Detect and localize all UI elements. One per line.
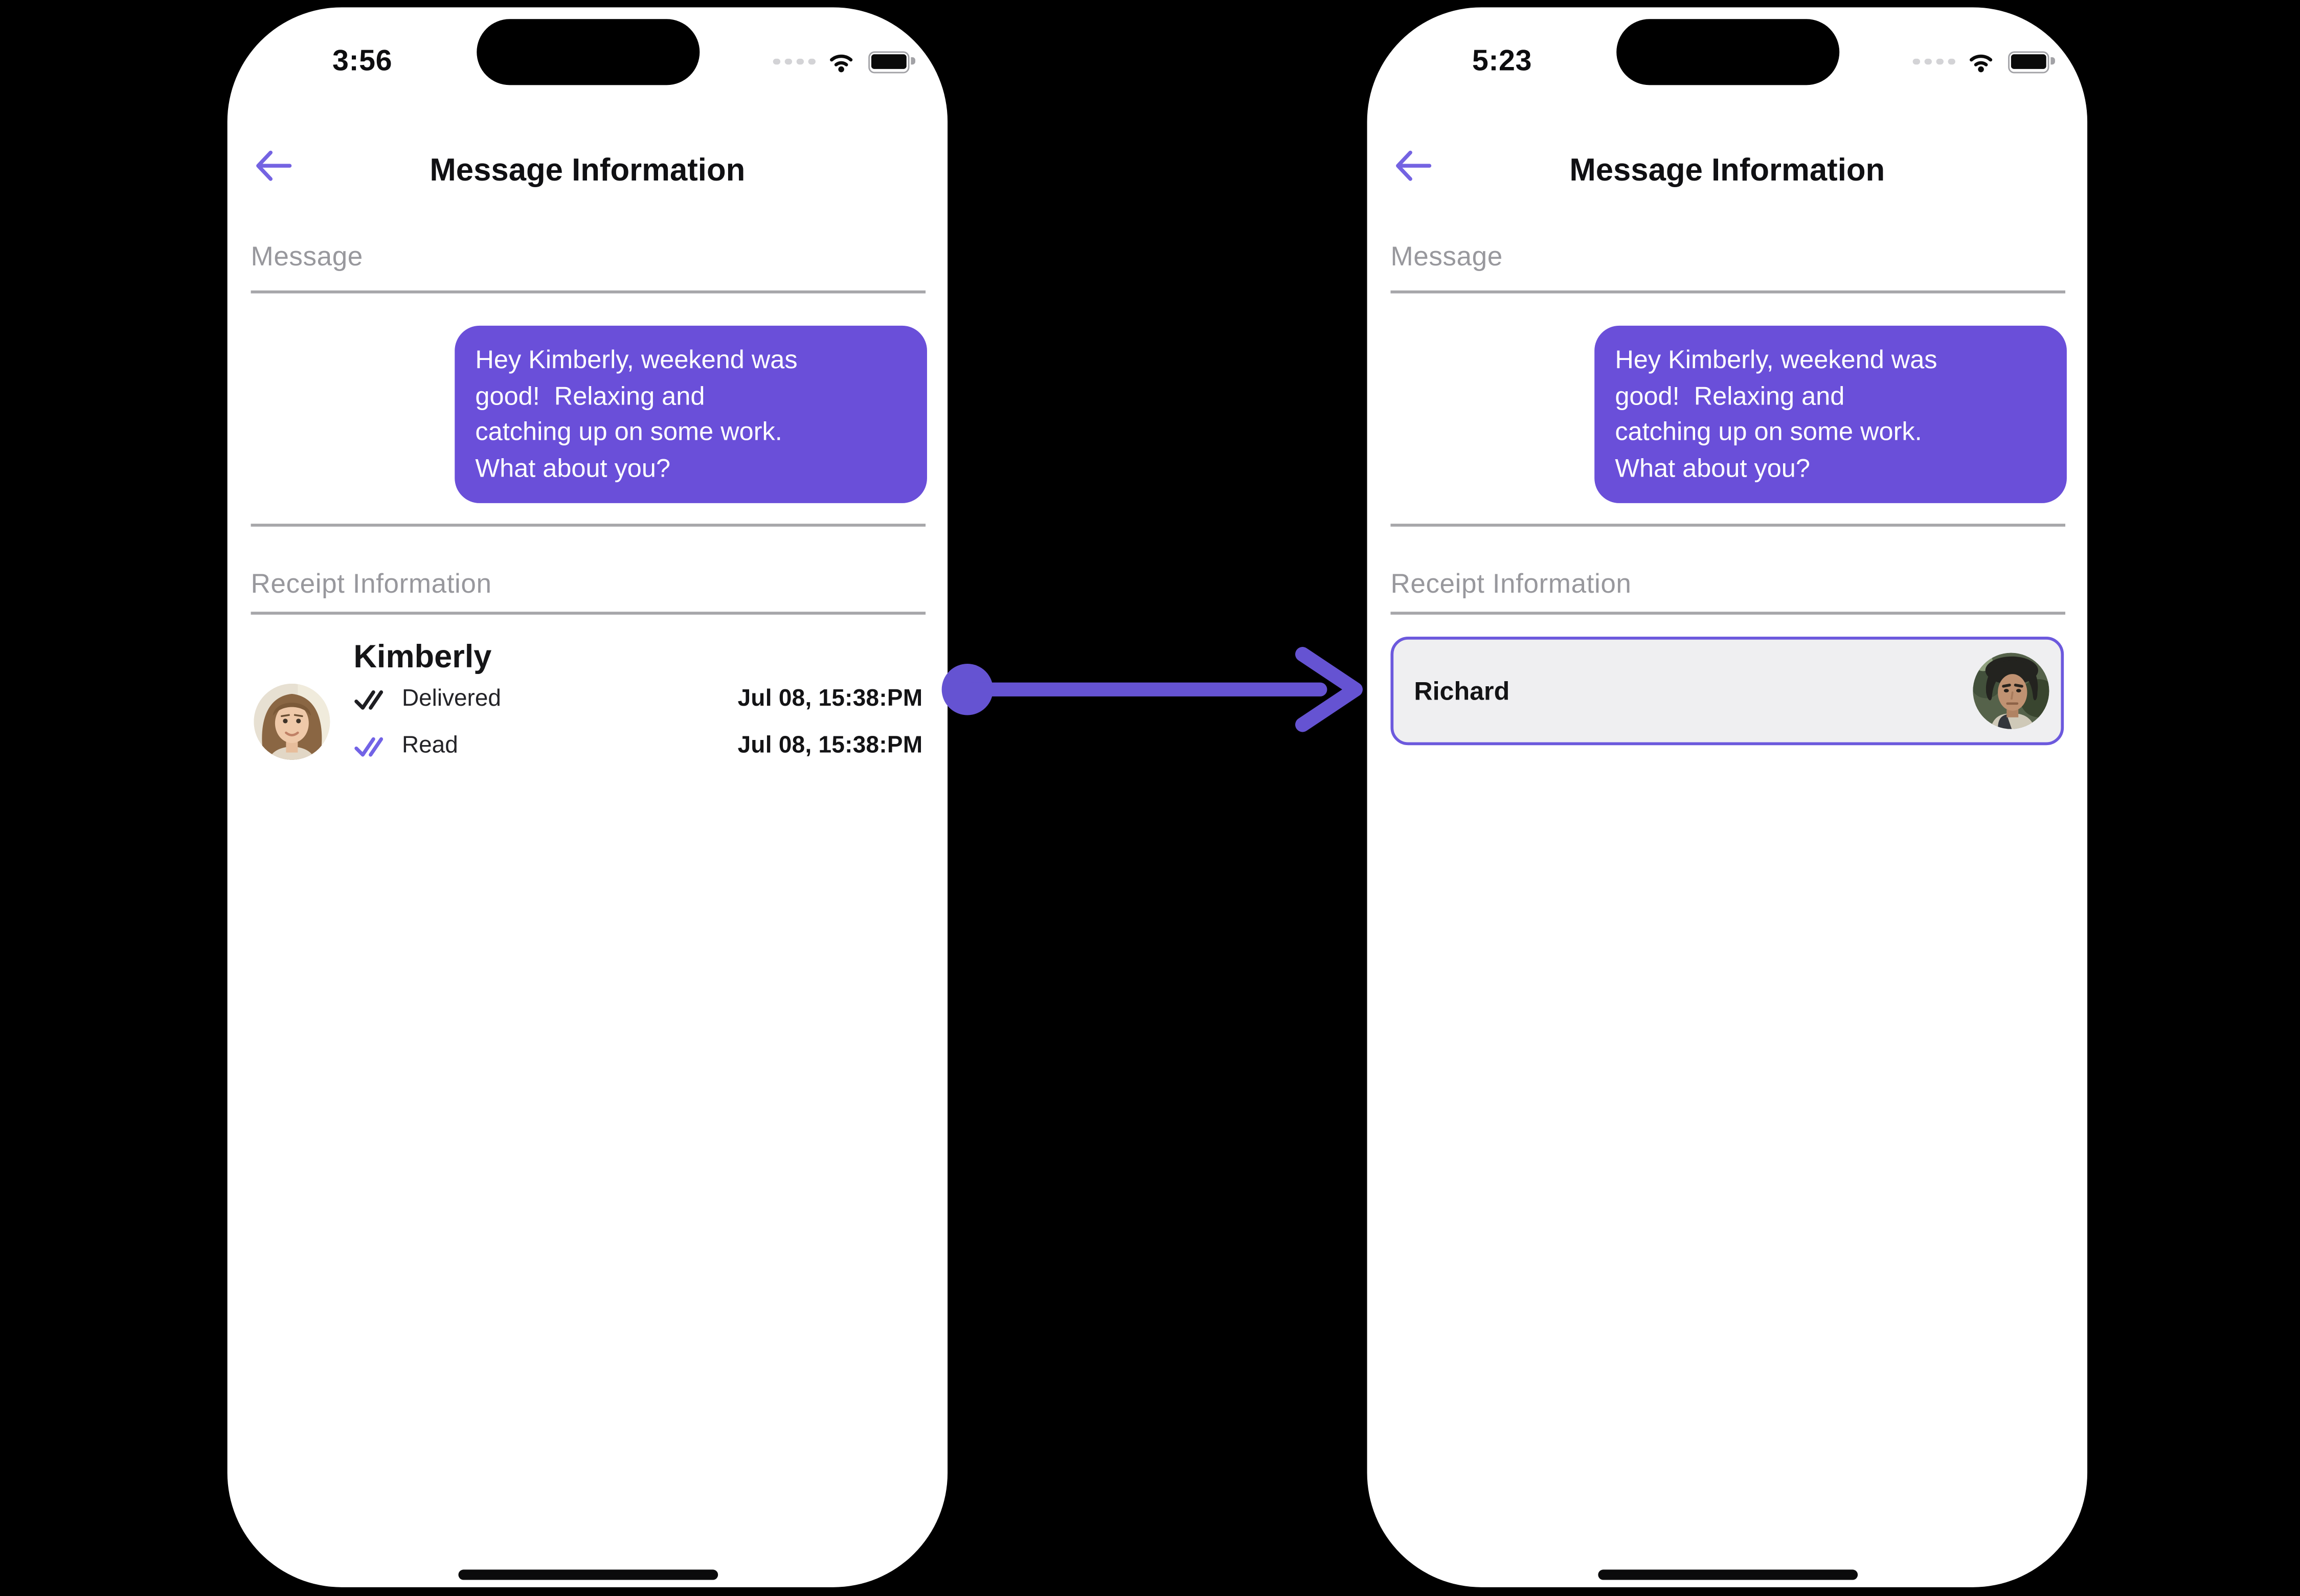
divider	[251, 524, 926, 527]
section-label-message: Message	[251, 240, 363, 272]
timestamp: Jul 08, 15:38:PM	[737, 686, 923, 712]
timestamp: Jul 08, 15:38:PM	[737, 733, 923, 759]
contact-name: Kimberly	[353, 638, 492, 675]
dynamic-island	[476, 19, 699, 85]
divider	[1390, 612, 2066, 615]
back-arrow-icon	[1396, 150, 1432, 181]
right-arrow-annotation	[941, 647, 1363, 732]
status-label: Delivered	[402, 686, 501, 712]
contact-card-richard[interactable]: Richard	[1390, 636, 2064, 746]
divider	[251, 290, 926, 294]
back-arrow-icon	[256, 150, 292, 181]
divider	[1390, 524, 2066, 527]
home-indicator[interactable]	[458, 1569, 717, 1580]
wifi-icon	[1969, 54, 1993, 73]
wifi-icon	[830, 54, 853, 73]
contact-name: Richard	[1414, 675, 1510, 705]
back-button[interactable]	[246, 138, 302, 194]
back-button[interactable]	[1386, 138, 1442, 194]
status-icons	[1913, 49, 2055, 75]
double-check-icon	[353, 688, 384, 711]
status-icons	[774, 49, 915, 75]
avatar-kimberly	[254, 683, 330, 760]
receipt-rows: Delivered Jul 08, 15:38:PM Read Jul 08, …	[353, 676, 922, 770]
signal-dots-icon	[1913, 58, 1955, 65]
status-time: 5:23	[1472, 45, 1532, 78]
status-time: 3:56	[332, 45, 393, 78]
battery-icon	[2008, 50, 2055, 73]
home-indicator[interactable]	[1597, 1569, 1857, 1580]
outgoing-message-bubble: Hey Kimberly, weekend was good! Relaxing…	[455, 325, 927, 503]
divider	[1390, 290, 2066, 294]
status-label: Read	[402, 733, 458, 759]
page-title: Message Information	[430, 152, 746, 188]
double-check-icon	[353, 735, 384, 758]
dynamic-island	[1615, 19, 1839, 85]
battery-icon	[868, 50, 915, 73]
section-label-message: Message	[1390, 240, 1503, 272]
signal-dots-icon	[774, 58, 816, 65]
divider	[251, 612, 926, 615]
outgoing-message-bubble: Hey Kimberly, weekend was good! Relaxing…	[1594, 325, 2067, 503]
page-title: Message Information	[1569, 152, 1885, 188]
section-label-receipt: Receipt Information	[251, 568, 492, 599]
read-row: Read Jul 08, 15:38:PM	[353, 723, 922, 770]
delivered-row: Delivered Jul 08, 15:38:PM	[353, 676, 922, 723]
phone-right: 5:23 Message Information Message Hey	[1367, 7, 2088, 1587]
avatar-richard	[1973, 653, 2049, 729]
section-label-receipt: Receipt Information	[1390, 568, 1632, 599]
phone-left: 3:56 Message Information Message Hey	[227, 7, 948, 1587]
